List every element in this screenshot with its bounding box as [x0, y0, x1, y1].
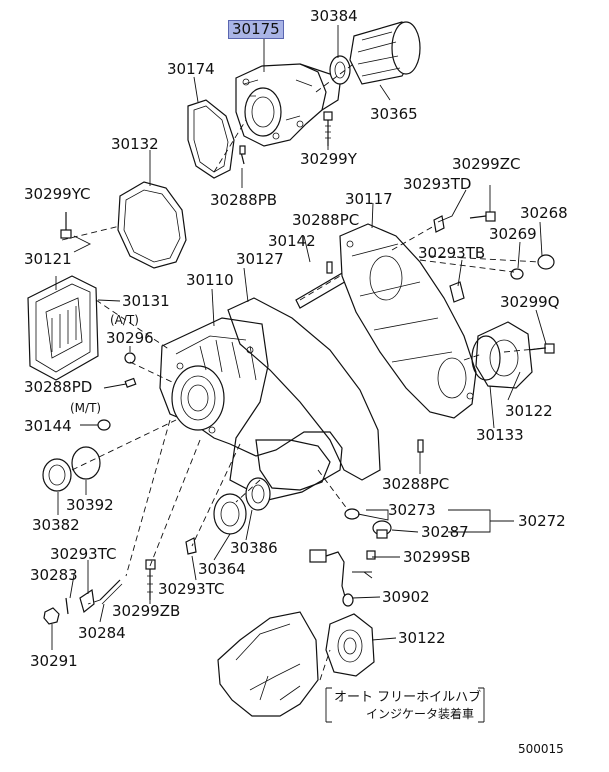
part-label-30293TB[interactable]: 30293TB: [418, 244, 486, 262]
part-label-30386[interactable]: 30386: [230, 539, 278, 557]
part-label-30293TD[interactable]: 30293TD: [403, 175, 472, 193]
leader-lines: [51, 25, 547, 650]
part-label-30288PC-lower[interactable]: 30288PC: [382, 475, 450, 493]
part-label-30299Q[interactable]: 30299Q: [500, 293, 560, 311]
part-label-30299ZC[interactable]: 30299ZC: [452, 155, 521, 173]
seal-30386: [245, 477, 271, 511]
part-label-30142[interactable]: 30142: [268, 232, 316, 250]
part-label-30299ZB[interactable]: 30299ZB: [112, 602, 181, 620]
part-label-30121[interactable]: 30121: [24, 250, 72, 268]
part-label-30299YC[interactable]: 30299YC: [24, 185, 91, 203]
part-label-30117[interactable]: 30117: [345, 190, 393, 208]
part-label-30382[interactable]: 30382: [32, 516, 80, 534]
rear-case-30117: [339, 223, 477, 419]
screw-30283: [65, 597, 69, 615]
assembly-lines: [61, 61, 547, 681]
clip-30293TC-left: [185, 537, 197, 555]
ring-30273: [344, 508, 360, 520]
gasket-30174: [187, 99, 235, 179]
part-label-30902[interactable]: 30902: [382, 588, 430, 606]
variant-label-mt: (M/T): [70, 401, 102, 415]
gasket-30133: [471, 335, 501, 381]
dust-boot-30365: [349, 21, 421, 85]
part-label-30132[interactable]: 30132: [111, 135, 159, 153]
part-label-30131[interactable]: 30131: [122, 292, 170, 310]
part-label-30174[interactable]: 30174: [167, 60, 215, 78]
pin-30288PC-upper: [326, 261, 333, 274]
part-label-30299SB[interactable]: 30299SB: [403, 548, 471, 566]
oil-seal-30382: [42, 458, 72, 492]
pin-30288PD: [124, 377, 137, 388]
part-label-30364[interactable]: 30364: [198, 560, 246, 578]
part-label-30133[interactable]: 30133: [476, 426, 524, 444]
part-label-30293TC-mid[interactable]: 30293TC: [158, 580, 225, 598]
part-label-30284[interactable]: 30284: [78, 624, 126, 642]
part-label-30287[interactable]: 30287: [421, 523, 469, 541]
variant-label-at: (A/T): [110, 313, 139, 327]
part-label-30273[interactable]: 30273: [388, 501, 436, 519]
note-line-1: オート フリーホイルハブ: [334, 690, 482, 705]
part-label-30269[interactable]: 30269: [489, 225, 537, 243]
part-label-30110[interactable]: 30110: [186, 271, 234, 289]
plug-30296: [124, 352, 136, 364]
figure-number: 500015: [518, 742, 564, 756]
note-line-2: インジケータ装着車: [366, 707, 475, 721]
shaft-30142: [295, 271, 349, 309]
part-label-30299Y[interactable]: 30299Y: [300, 150, 357, 168]
part-label-30175[interactable]: 30175: [228, 20, 284, 39]
part-label-30122-bottom[interactable]: 30122: [398, 629, 446, 647]
note-bracket: [325, 687, 485, 723]
part-label-30272[interactable]: 30272: [518, 512, 566, 530]
cover-30122-bottom: [325, 613, 375, 677]
part-label-30122-right[interactable]: 30122: [505, 402, 553, 420]
bolt-30299ZB: [145, 559, 156, 600]
part-label-30384[interactable]: 30384: [310, 7, 358, 25]
part-label-30288PC-upper[interactable]: 30288PC: [292, 211, 360, 229]
clip-30293TB: [449, 281, 465, 303]
pin-30288PB: [239, 145, 246, 165]
clip-30293TD: [433, 215, 445, 233]
part-label-30268[interactable]: 30268: [520, 204, 568, 222]
shaft-30284: [99, 579, 123, 605]
part-label-30144[interactable]: 30144: [24, 417, 72, 435]
part-label-30392[interactable]: 30392: [66, 496, 114, 514]
oil-seal-30384: [329, 55, 351, 85]
part-label-30288PB[interactable]: 30288PB: [210, 191, 278, 209]
plug-30287: [372, 520, 392, 539]
extension-housing: [235, 63, 341, 147]
ring-30392: [71, 446, 101, 480]
cover-30122-right: [475, 321, 533, 389]
part-label-30283[interactable]: 30283: [30, 566, 78, 584]
seal-30364: [213, 493, 247, 535]
part-label-30365[interactable]: 30365: [370, 105, 418, 123]
bolt-30299YC: [60, 212, 92, 253]
lower-case-outline: [217, 611, 319, 717]
pin-30288PC-lower: [417, 439, 424, 453]
gasket-30127: [227, 297, 381, 481]
part-label-30293TC-left[interactable]: 30293TC: [50, 545, 117, 563]
seal-30144: [97, 419, 111, 431]
transfer-case-30110: [159, 317, 343, 501]
sensor-30902: [309, 549, 354, 607]
bracket-30283: [79, 588, 95, 614]
plug-30268: [537, 254, 555, 270]
part-label-30288PD[interactable]: 30288PD: [24, 378, 93, 396]
cover-30121: [27, 275, 99, 381]
part-label-30296[interactable]: 30296: [106, 329, 154, 347]
washer-30269: [510, 268, 524, 280]
part-label-30291[interactable]: 30291: [30, 652, 78, 670]
bolt-30299Y: [323, 111, 333, 146]
part-label-30127[interactable]: 30127: [236, 250, 284, 268]
bolt-30299Q: [527, 343, 555, 354]
gasket-30132: [117, 181, 187, 269]
nut-30291: [43, 607, 60, 625]
bolt-30299SB: [352, 550, 376, 579]
bolt-30299ZC: [469, 211, 496, 222]
